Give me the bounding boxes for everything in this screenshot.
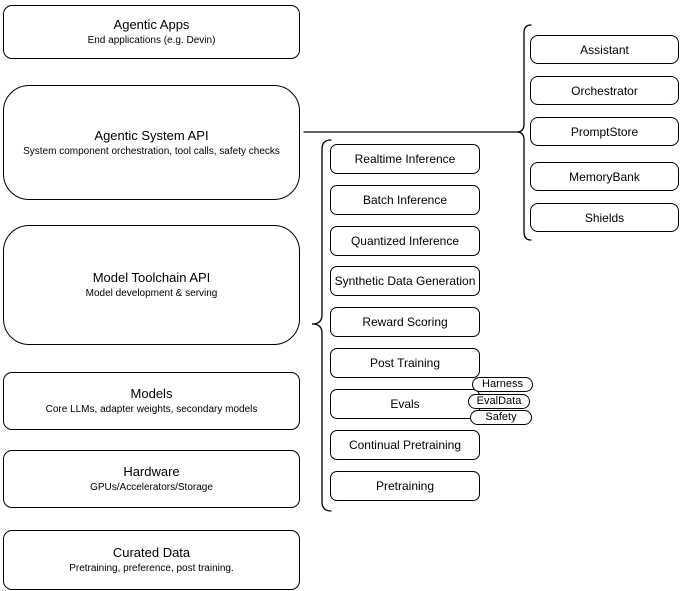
toolchain-item-pretraining: Pretraining [330,471,480,501]
system-item-orchestrator: Orchestrator [530,76,679,105]
box-agentic-apps: Agentic Apps End applications (e.g. Devi… [3,5,300,59]
box-title: Model Toolchain API [92,270,211,285]
toolchain-item-batch-inference: Batch Inference [330,185,480,215]
toolchain-item-synthetic-data-generation: Synthetic Data Generation [330,266,480,296]
toolchain-item-post-training: Post Training [330,348,480,378]
box-title: Models [130,386,173,401]
item-label: Quantized Inference [350,234,460,248]
box-subtitle: GPUs/Accelerators/Storage [90,482,213,493]
box-subtitle: System component orchestration, tool cal… [23,145,280,157]
toolchain-brace [311,139,332,512]
toolchain-item-evals: Evals [330,389,480,419]
evals-tag-harness: Harness [472,377,533,392]
toolchain-item-continual-pretraining: Continual Pretraining [330,430,480,460]
item-label: Reward Scoring [362,315,448,329]
system-item-shields: Shields [530,203,679,232]
box-subtitle: Model development & serving [85,288,218,299]
toolchain-item-reward-scoring: Reward Scoring [330,307,480,337]
item-label: Post Training [369,356,441,370]
evals-tag-evaldata: EvalData [468,394,530,409]
item-label: Synthetic Data Generation [334,274,476,288]
item-label: MemoryBank [569,169,640,184]
box-curated-data: Curated Data Pretraining, preference, po… [3,530,300,590]
item-label: Evals [390,397,420,411]
box-agentic-system-api: Agentic System API System component orch… [3,85,300,200]
box-title: Agentic Apps [113,17,190,32]
item-label: Shields [584,210,625,225]
box-subtitle: End applications (e.g. Devin) [87,35,216,46]
system-item-promptstore: PromptStore [530,117,679,146]
box-models: Models Core LLMs, adapter weights, secon… [3,372,300,430]
evals-tag-safety: Safety [470,410,532,425]
system-brace [516,24,532,241]
item-label: PromptStore [570,124,639,139]
item-label: Assistant [580,42,629,57]
tag-label: Safety [485,411,517,423]
box-title: Hardware [123,464,180,479]
system-item-memorybank: MemoryBank [530,162,679,191]
item-label: Orchestrator [571,83,638,98]
toolchain-item-realtime-inference: Realtime Inference [330,144,480,174]
item-label: Pretraining [375,479,435,493]
system-item-assistant: Assistant [530,35,679,64]
box-subtitle: Pretraining, preference, post training. [69,563,234,574]
item-label: Batch Inference [362,193,448,207]
item-label: Continual Pretraining [348,438,462,452]
box-hardware: Hardware GPUs/Accelerators/Storage [3,450,300,508]
item-label: Realtime Inference [354,152,456,166]
box-model-toolchain-api: Model Toolchain API Model development & … [3,225,300,345]
box-title: Agentic System API [94,127,209,143]
toolchain-item-quantized-inference: Quantized Inference [330,226,480,256]
box-subtitle: Core LLMs, adapter weights, secondary mo… [45,404,258,415]
tag-label: Harness [482,378,523,390]
box-title: Curated Data [112,545,191,560]
tag-label: EvalData [476,395,522,407]
